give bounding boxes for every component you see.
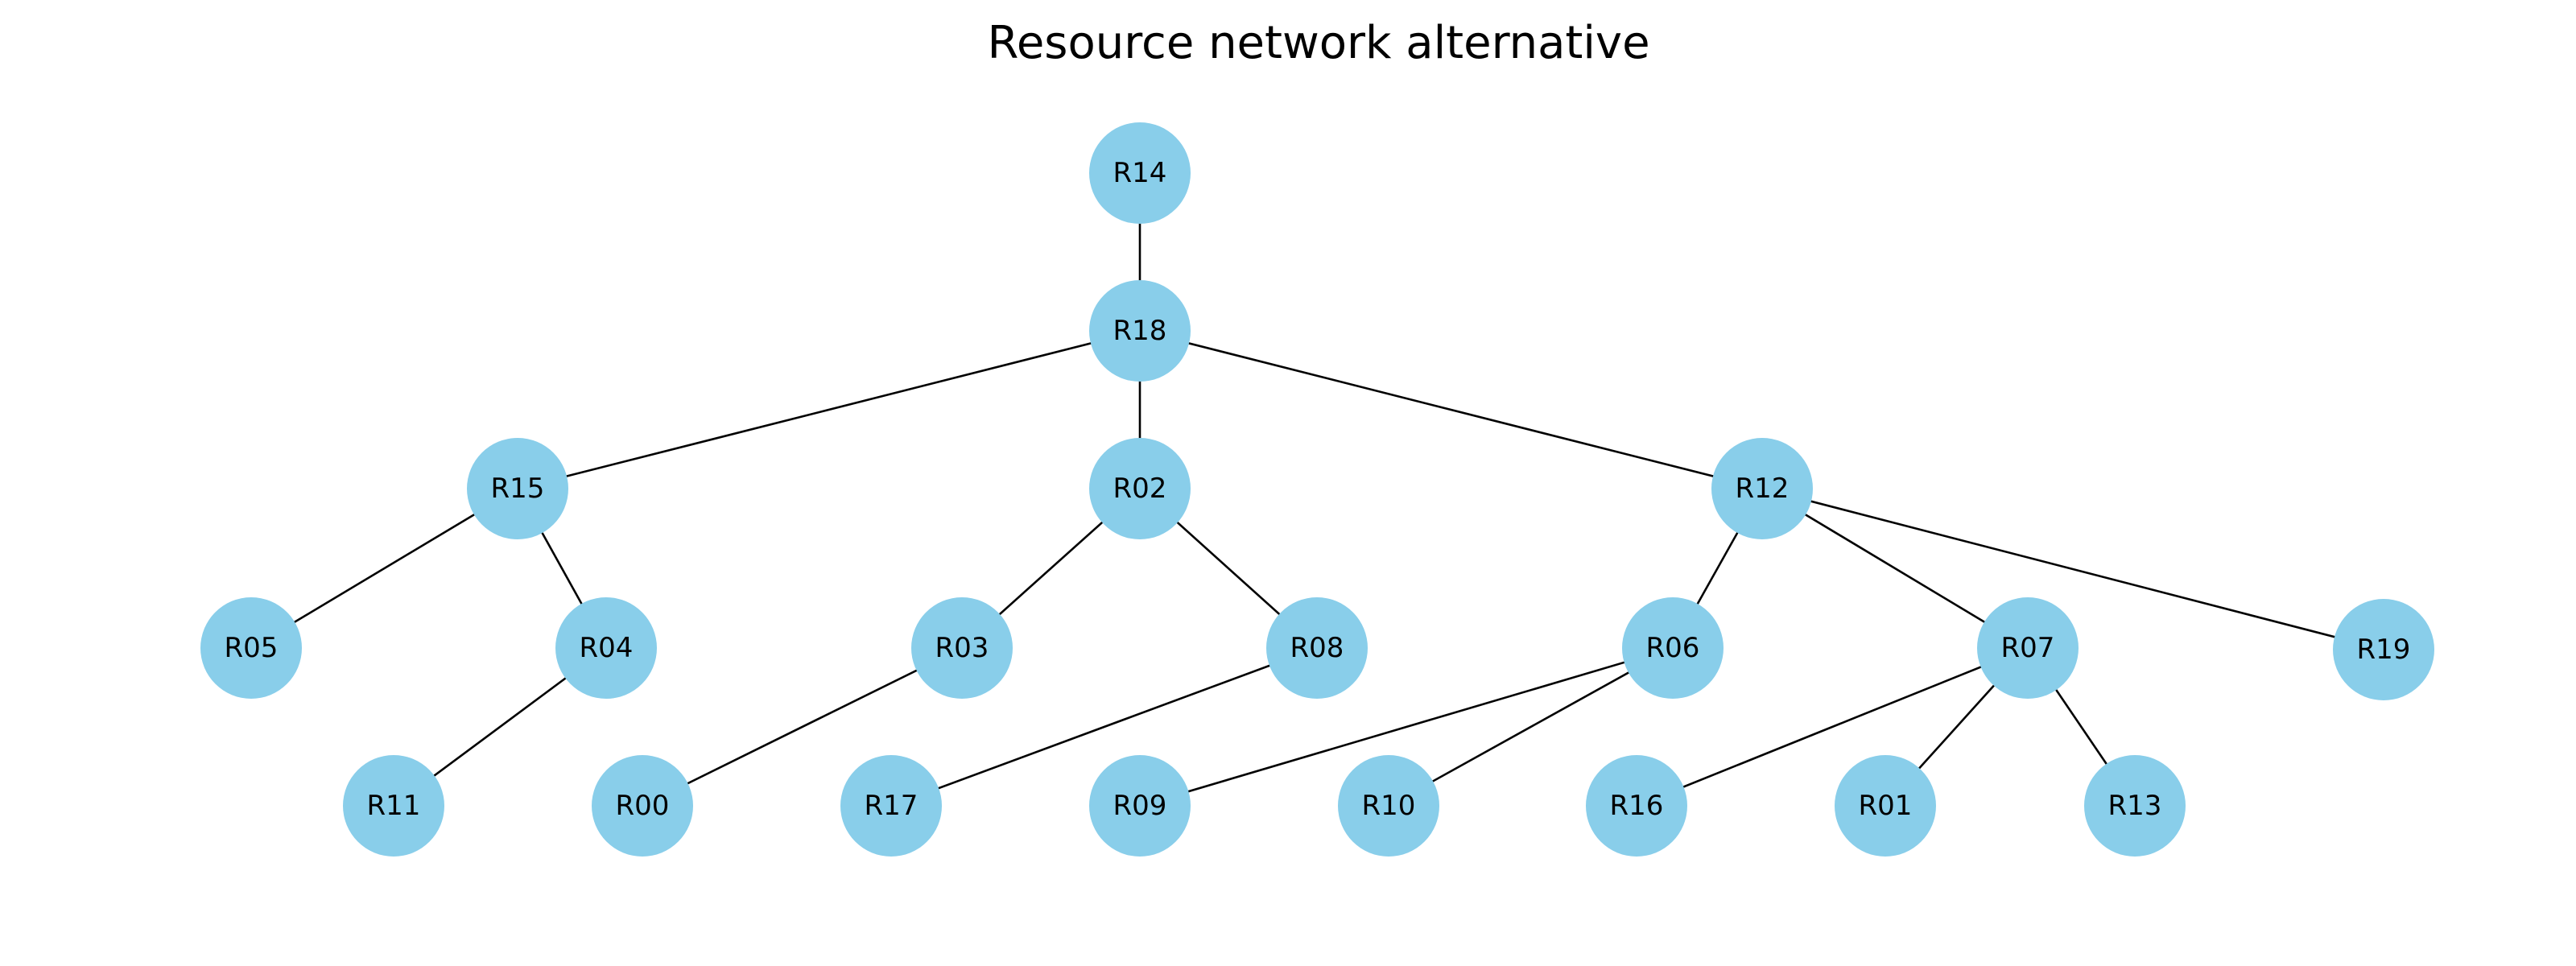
node-circle [1622, 597, 1724, 699]
edge-r12-r19 [1761, 487, 2384, 651]
node-r09: R09 [1089, 755, 1191, 857]
node-label: R02 [1113, 473, 1167, 505]
node-label: R06 [1646, 632, 1700, 664]
node-r17: R17 [840, 755, 942, 857]
node-circle [467, 438, 568, 539]
node-r18: R18 [1089, 280, 1191, 382]
node-r19: R19 [2333, 599, 2434, 700]
node-circle [1835, 755, 1936, 857]
edge-r07-r16 [1636, 646, 2029, 807]
node-label: R04 [580, 632, 634, 664]
node-r05: R05 [200, 597, 302, 699]
node-circle [1089, 280, 1191, 382]
node-r06: R06 [1622, 597, 1724, 699]
node-label: R09 [1113, 790, 1167, 822]
node-label: R18 [1113, 315, 1167, 347]
node-label: R01 [1859, 790, 1913, 822]
node-r04: R04 [555, 597, 657, 699]
node-r11: R11 [343, 755, 444, 857]
node-circle [911, 597, 1013, 699]
edge-r06-r09 [1139, 646, 1674, 807]
node-label: R17 [865, 790, 919, 822]
edge-r03-r00 [642, 646, 963, 807]
node-circle [1089, 122, 1191, 224]
edge-r06-r10 [1388, 646, 1674, 807]
node-label: R05 [225, 632, 279, 664]
node-r03: R03 [911, 597, 1013, 699]
node-r08: R08 [1266, 597, 1368, 699]
node-circle [1089, 755, 1191, 857]
node-label: R08 [1290, 632, 1344, 664]
diagram-title: Resource network alternative [987, 17, 1649, 69]
node-r07: R07 [1977, 597, 2079, 699]
node-label: R12 [1736, 473, 1790, 505]
edge-r12-r07 [1761, 487, 2029, 650]
edge-r18-r12 [1139, 329, 1763, 490]
node-circle [1711, 438, 1813, 539]
node-r12: R12 [1711, 438, 1813, 539]
edge-layer [250, 173, 2384, 807]
node-r01: R01 [1835, 755, 1936, 857]
node-circle [1266, 597, 1368, 699]
node-circle [200, 597, 302, 699]
node-label: R14 [1113, 157, 1167, 189]
node-label: R16 [1610, 790, 1664, 822]
node-label: R07 [2001, 632, 2055, 664]
edge-r08-r17 [890, 646, 1318, 807]
node-circle [1089, 438, 1191, 539]
node-circle [2333, 599, 2434, 700]
node-r02: R02 [1089, 438, 1191, 539]
node-r10: R10 [1338, 755, 1439, 857]
node-circle [1977, 597, 2079, 699]
node-circle [555, 597, 657, 699]
node-r15: R15 [467, 438, 568, 539]
node-circle [592, 755, 693, 857]
node-r16: R16 [1586, 755, 1687, 857]
node-circle [343, 755, 444, 857]
node-circle [1586, 755, 1687, 857]
node-label: R10 [1362, 790, 1416, 822]
node-label: R00 [616, 790, 670, 822]
node-label: R03 [935, 632, 989, 664]
node-label: R13 [2108, 790, 2162, 822]
edge-r18-r15 [517, 329, 1141, 490]
node-label: R19 [2357, 634, 2411, 666]
node-circle [840, 755, 942, 857]
node-r00: R00 [592, 755, 693, 857]
edge-r15-r05 [250, 487, 518, 650]
node-label: R11 [367, 790, 421, 822]
node-circle [2084, 755, 2186, 857]
node-circle [1338, 755, 1439, 857]
node-label: R15 [491, 473, 545, 505]
node-r14: R14 [1089, 122, 1191, 224]
node-r13: R13 [2084, 755, 2186, 857]
